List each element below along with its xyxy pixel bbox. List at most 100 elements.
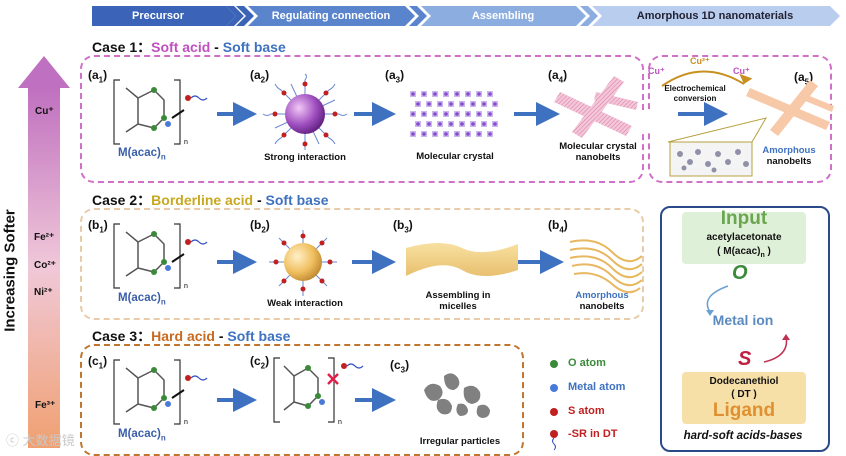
label-c3: (c3) — [390, 358, 410, 375]
s-letter: S — [738, 348, 752, 370]
crystal-atom — [488, 112, 492, 116]
label-a5: (a5) — [794, 70, 814, 87]
electro-conversion-arrow — [661, 70, 753, 87]
svg-text:n: n — [184, 419, 188, 426]
crystal-atom — [411, 92, 415, 96]
crystal-atom — [471, 122, 475, 126]
crystal-atom — [482, 102, 486, 106]
crystal-atom — [444, 112, 448, 116]
ligand-title: Ligand — [712, 400, 776, 421]
crystal-atom — [444, 132, 448, 136]
electro-cu1: Cu⁺ — [648, 66, 665, 76]
amorphous-nanobelts-a5 — [746, 80, 834, 136]
sr-marker — [550, 430, 558, 438]
crystal-atom — [488, 132, 492, 136]
label-c1: (c1) — [88, 354, 108, 371]
crystal-atom — [433, 92, 437, 96]
purple-sphere-strong — [262, 73, 348, 150]
crystal-atom — [477, 112, 481, 116]
o-letter: O — [732, 262, 748, 284]
svg-text:n: n — [184, 283, 188, 290]
hsab-arrows — [706, 285, 790, 363]
hsab-footer: hard-soft acids-bases — [683, 430, 803, 442]
crystal-atom — [466, 92, 470, 96]
case1-panel-connector — [636, 110, 650, 130]
crystal-atom — [471, 102, 475, 106]
label-a2: (a2) — [250, 68, 270, 85]
ion-ni2: Ni²⁺ — [34, 287, 53, 298]
crystal-atom — [422, 112, 426, 116]
label-a1: (a1) — [88, 68, 108, 85]
amorphous-zoom — [667, 117, 768, 177]
case2-precursor-molecule: n — [113, 223, 208, 290]
case3-title: Case 3：Hard acid - Soft base — [92, 328, 291, 344]
softness-axis-arrow — [18, 56, 70, 448]
crystal-atom — [411, 112, 415, 116]
hsab-box — [660, 206, 830, 452]
input-title: Input — [720, 208, 768, 229]
case3-panel — [80, 344, 524, 456]
crystal-atom — [444, 92, 448, 96]
label-b1: (b1) — [88, 218, 108, 235]
crystal-atom — [422, 92, 426, 96]
crystal-atom — [438, 102, 442, 106]
case1-precursor-label: M(acac)n — [118, 147, 166, 162]
electro-cu2: Cu²⁺ — [690, 56, 710, 66]
caption-b3: Assembling in micelles — [425, 290, 491, 312]
ligand-sub2: ( DT ) — [731, 389, 757, 400]
legend-metal-atom: Metal atom — [568, 381, 626, 393]
label-b2: (b2) — [250, 218, 270, 235]
legend-markers — [550, 360, 558, 451]
crystal-atom — [482, 122, 486, 126]
crystal-atom — [427, 122, 431, 126]
label-a3: (a3) — [385, 68, 405, 85]
crystal-atom — [477, 92, 481, 96]
ion-cu: Cu⁺ — [35, 106, 54, 117]
label-c2: (c2) — [250, 354, 270, 371]
input-sub: acetylacetonate — [706, 232, 782, 243]
legend-o-atom: O atom — [568, 357, 606, 369]
electro-text: Electrochemical conversion — [664, 84, 726, 103]
caption-a2: Strong interaction — [264, 152, 346, 163]
crystal-atom — [449, 122, 453, 126]
case3-precursor-molecule: n — [113, 359, 208, 426]
label-b3: (b3) — [393, 218, 413, 235]
amorphous-nanobelts-b4 — [569, 239, 643, 294]
crystal-atom — [416, 102, 420, 106]
stage-assembling: Assembling — [471, 10, 535, 22]
caption-a4: Molecular crystal nanobelts — [559, 141, 637, 163]
molecular-crystal — [410, 91, 498, 137]
ion-co2: Co²⁺ — [34, 260, 56, 271]
ion-fe3: Fe³⁺ — [35, 400, 56, 411]
irregular-particles — [424, 373, 490, 418]
crystal-atom — [455, 132, 459, 136]
svg-text:n: n — [184, 139, 188, 146]
caption-a3: Molecular crystal — [416, 151, 494, 162]
svg-text:n: n — [338, 419, 342, 426]
crystal-atom — [493, 122, 497, 126]
input-box — [682, 212, 806, 264]
crystal-atom — [449, 102, 453, 106]
crystal-atom — [433, 112, 437, 116]
case2-panel — [80, 208, 644, 320]
crystal-nanobelts — [554, 76, 638, 138]
crystal-atom — [416, 122, 420, 126]
ion-fe2: Fe²⁺ — [34, 232, 55, 243]
case3-precursor-label: M(acac)n — [118, 428, 166, 443]
crystal-atom — [466, 112, 470, 116]
crystal-atom — [460, 102, 464, 106]
electro-cu3: Cu⁺ — [733, 66, 750, 76]
crystal-atom — [411, 132, 415, 136]
micelle-band — [406, 243, 518, 276]
case3-no-bond-molecule: n — [273, 357, 364, 426]
metal-ion: Metal ion — [712, 312, 774, 328]
crystal-atom — [466, 132, 470, 136]
o-atom-marker — [550, 360, 558, 368]
case2-precursor-label: M(acac)n — [118, 292, 166, 307]
input-formula: ( M(acac)n ) — [717, 246, 771, 259]
stage-precursor: Precursor — [132, 10, 184, 22]
